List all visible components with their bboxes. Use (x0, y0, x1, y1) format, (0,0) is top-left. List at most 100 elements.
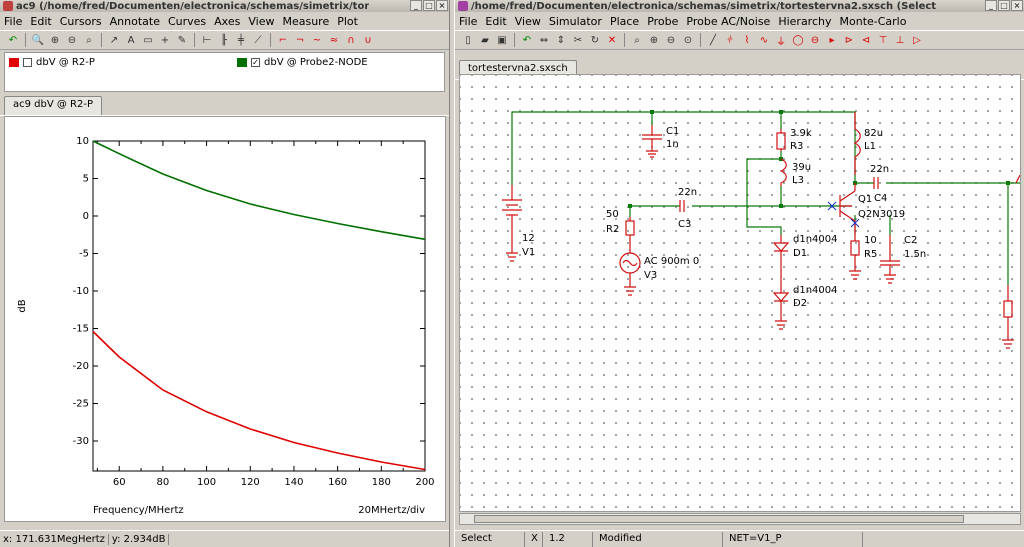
zoom-fit-icon[interactable]: ⌕ (86, 34, 92, 46)
cursor-tool-icon[interactable]: ↗ (109, 34, 119, 46)
minimize-button[interactable]: _ (985, 0, 997, 11)
menu-edit[interactable]: Edit (30, 14, 52, 28)
close-button[interactable]: × (1011, 0, 1023, 11)
schematic-titlebar[interactable]: /home/fred/Documenten/electronica/schema… (455, 0, 1024, 12)
current-source-icon[interactable]: ⊖ (810, 34, 820, 46)
v1-name: V1 (522, 247, 535, 258)
pen-icon[interactable]: ✎ (177, 34, 187, 46)
resistor-icon[interactable]: ⌇ (744, 34, 750, 46)
axis-split-icon[interactable]: ╟ (220, 34, 228, 46)
undo-icon[interactable]: ↶ (522, 34, 532, 46)
flip-icon[interactable]: ⇕ (556, 34, 566, 46)
save-icon[interactable]: ▣ (497, 34, 507, 46)
measure-avg-icon[interactable]: ≈ (329, 34, 339, 46)
legend-item-r2[interactable]: dbV @ R2-P (9, 57, 95, 68)
schematic-canvas[interactable]: C1 1n 3.9k R3 39u L3 82u L1 22n C4 22n C… (459, 74, 1021, 512)
menu-file[interactable]: File (4, 14, 23, 28)
horizontal-scrollbar[interactable] (459, 513, 1021, 525)
menu-probe[interactable]: Probe (647, 14, 679, 28)
wire-icon[interactable]: ╱ (709, 34, 717, 46)
diode-icon[interactable]: ▸ (829, 34, 835, 46)
ground-icon[interactable]: ⏚ (776, 36, 786, 48)
menu-cursors[interactable]: Cursors (59, 14, 102, 28)
nmos-icon[interactable]: ⊤ (878, 34, 888, 46)
delete-icon[interactable]: ✕ (607, 34, 617, 46)
menu-place[interactable]: Place (609, 14, 640, 28)
cut-icon[interactable]: ✂ (573, 34, 583, 46)
r2-name: R2 (606, 224, 619, 235)
pmos-icon[interactable]: ⊥ (895, 34, 905, 46)
y-tick-label: 0 (83, 211, 89, 222)
legend-item-probe2[interactable]: ✓ dbV @ Probe2-NODE (237, 57, 368, 68)
menu-plot[interactable]: Plot (337, 14, 358, 28)
graph-titlebar[interactable]: ac9 (/home/fred/Documenten/electronica/s… (0, 0, 449, 12)
zoom-fit-icon[interactable]: ⊙ (683, 34, 693, 46)
legend-checkbox[interactable] (23, 58, 32, 67)
measure-rise-icon[interactable]: ⌐ (278, 34, 288, 46)
opamp-icon[interactable]: ▷ (913, 34, 921, 46)
x-tick-label: 140 (284, 477, 303, 488)
legend-checkbox[interactable]: ✓ (251, 58, 260, 67)
d2-model: d1n4004 (793, 285, 838, 296)
series-line-1 (92, 330, 426, 471)
rotate-icon[interactable]: ↻ (590, 34, 600, 46)
menu-measure[interactable]: Measure (282, 14, 330, 28)
maximize-button[interactable]: □ (998, 0, 1010, 11)
menu-axes[interactable]: Axes (214, 14, 241, 28)
c3-name: C3 (678, 219, 691, 230)
add-curve-icon[interactable]: + (160, 34, 170, 46)
axis-icon[interactable]: ⊢ (202, 34, 212, 46)
grid-icon[interactable]: ╪ (237, 34, 245, 46)
annotate-icon[interactable]: A (127, 34, 135, 46)
curve-icon[interactable]: ⟋ (254, 34, 262, 46)
voltage-source-icon[interactable]: ◯ (792, 34, 804, 46)
zoom-out-icon[interactable]: ⊖ (67, 34, 77, 46)
v3-name: V3 (644, 270, 657, 281)
zoom-in-icon[interactable]: ⊕ (50, 34, 60, 46)
open-icon[interactable]: ▰ (481, 34, 489, 46)
graph-toolbar: ↶ 🔍 ⊕ ⊖ ⌕ ↗ A ▭ + ✎ ⊢ ╟ ╪ ⟋ ⌐ ¬ ~ ≈ ∩ ∪ (0, 30, 449, 50)
window-title: ac9 (/home/fred/Documenten/electronica/s… (16, 0, 370, 12)
menu-curves[interactable]: Curves (167, 14, 207, 28)
maximize-button[interactable]: □ (423, 0, 435, 11)
zoom-icon[interactable]: 🔍 (31, 34, 45, 46)
undo-icon[interactable]: ↶ (8, 34, 18, 46)
menu-monte-carlo[interactable]: Monte-Carlo (839, 14, 907, 28)
menu-view[interactable]: View (248, 14, 275, 28)
capacitor-icon[interactable]: ⫩ (727, 34, 733, 46)
c1-name: C1 (666, 126, 679, 137)
tab-ac9[interactable]: ac9 dbV @ R2-P (4, 96, 103, 115)
l3-value: 39u (792, 162, 811, 173)
npn-icon[interactable]: ⊳ (844, 34, 854, 46)
zoom-out-icon[interactable]: ⊖ (666, 34, 676, 46)
measure-3db-high-icon[interactable]: ∪ (364, 34, 372, 46)
new-icon[interactable]: ▯ (465, 34, 471, 46)
menu-probe-ac[interactable]: Probe AC/Noise (686, 14, 771, 28)
close-button[interactable]: × (436, 0, 448, 11)
zoom-icon[interactable]: ⌕ (634, 34, 640, 46)
label-icon[interactable]: ▭ (143, 34, 153, 46)
menu-file[interactable]: File (459, 14, 478, 28)
graph-window: ac9 (/home/fred/Documenten/electronica/s… (0, 0, 450, 547)
minimize-button[interactable]: _ (410, 0, 422, 11)
scrollbar-thumb[interactable] (474, 515, 964, 523)
x-tick-label: 180 (372, 477, 391, 488)
measure-fall-icon[interactable]: ¬ (295, 34, 305, 46)
menu-annotate[interactable]: Annotate (109, 14, 160, 28)
menu-view[interactable]: View (514, 14, 541, 28)
mirror-icon[interactable]: ⇔ (539, 34, 549, 46)
pnp-icon[interactable]: ⊲ (861, 34, 871, 46)
menu-edit[interactable]: Edit (485, 14, 507, 28)
components (502, 112, 1020, 349)
measure-3db-icon[interactable]: ∩ (347, 34, 355, 46)
series-line-0 (92, 140, 426, 241)
menu-simulator[interactable]: Simulator (548, 14, 602, 28)
app-icon (458, 1, 468, 11)
menu-hierarchy[interactable]: Hierarchy (778, 14, 832, 28)
zoom-in-icon[interactable]: ⊕ (649, 34, 659, 46)
y-tick-label: -5 (79, 249, 89, 260)
inductor-icon[interactable]: ∿ (759, 34, 769, 46)
measure-rms-icon[interactable]: ~ (312, 34, 322, 46)
status-x-label: X (525, 531, 543, 547)
